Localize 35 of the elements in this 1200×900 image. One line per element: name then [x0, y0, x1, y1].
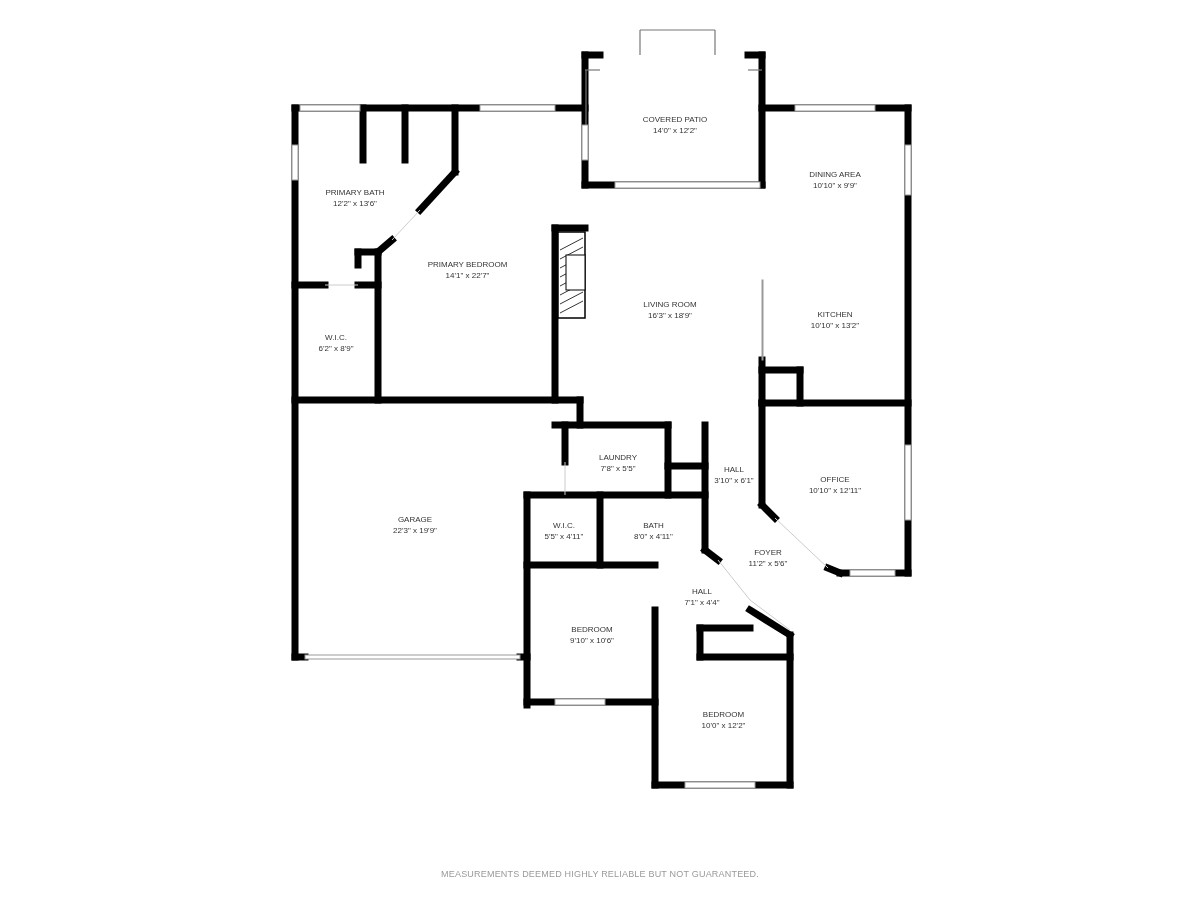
- room-dimensions: 22'3" x 19'9": [393, 525, 437, 536]
- room-name: COVERED PATIO: [642, 114, 708, 125]
- room-name: BEDROOM: [702, 709, 745, 720]
- room-dimensions: 9'10" x 10'6": [570, 635, 614, 646]
- room-name: KITCHEN: [817, 309, 853, 320]
- room-name: HALL: [692, 586, 712, 597]
- room-name: GARAGE: [397, 514, 433, 525]
- room-name: W.I.C.: [325, 331, 347, 343]
- room-dimensions: 12'2" x 13'6": [333, 197, 377, 209]
- room-name: BATH: [643, 520, 664, 531]
- room-dimensions: 14'0" x 12'2": [653, 125, 697, 136]
- room-name: PRIMARY BEDROOM: [427, 259, 508, 270]
- room-name: DINING AREA: [809, 169, 861, 180]
- room-dimensions: 14'1" x 22'7": [445, 270, 490, 281]
- room-dimensions: 10'10" x 12'11": [808, 485, 862, 496]
- room-name: OFFICE: [820, 474, 850, 485]
- room-dimensions: 6'2" x 8'9": [318, 342, 354, 354]
- room-name: PRIMARY BATH: [325, 186, 385, 198]
- room-name: HALL: [724, 464, 744, 475]
- room-dimensions: 8'0" x 4'11": [634, 531, 673, 542]
- room-name: BEDROOM: [571, 624, 613, 635]
- room-name: FOYER: [754, 546, 782, 558]
- room-dimensions: 10'0" x 12'2": [701, 720, 746, 731]
- room-dimensions: 3'10" x 6'1": [714, 475, 754, 486]
- room-name: LIVING ROOM: [643, 299, 697, 310]
- room-dimensions: 10'10" x 9'9": [813, 180, 857, 191]
- room-dimensions: 7'1" x 4'4": [684, 597, 720, 608]
- room-dimensions: 7'8" x 5'5": [600, 462, 636, 474]
- room-dimensions: 10'10" x 13'2": [810, 320, 860, 331]
- room-dimensions: 5'5" x 4'11": [544, 531, 584, 542]
- room-dimensions: 16'3" x 18'9": [648, 310, 692, 321]
- room-dimensions: 11'2" x 5'6": [748, 557, 788, 569]
- disclaimer-caption: MEASUREMENTS DEEMED HIGHLY RELIABLE BUT NOT GUARANTEED.: [441, 869, 759, 879]
- room-name: W.I.C.: [553, 520, 575, 531]
- room-name: LAUNDRY: [598, 451, 638, 463]
